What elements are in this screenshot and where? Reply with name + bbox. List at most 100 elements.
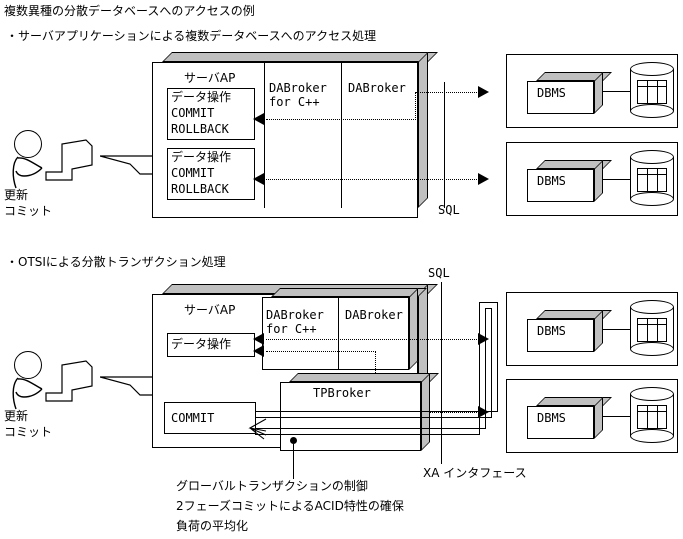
- flow-riser-1a: [415, 92, 416, 120]
- database-cylinder-2a: [630, 300, 674, 356]
- commit-block-2: [164, 402, 256, 434]
- sql-boundary-2: [441, 282, 442, 464]
- tpbroker-box-side: [421, 373, 430, 451]
- flow-arrow-1a: [253, 113, 264, 125]
- middleware-label-1a: DABroker for C++: [269, 81, 327, 109]
- cyl-bottom-1b: [630, 192, 674, 206]
- data-op-block-1b-line-0: データ操作: [171, 150, 232, 164]
- server-ap-label-1: サーバAP: [184, 71, 236, 85]
- user-connector-1: [99, 152, 158, 176]
- middleware-box-2-face: [262, 297, 409, 370]
- dbms-container-2a: [506, 292, 678, 366]
- user-head-icon: [14, 130, 42, 158]
- cyl-table-2a-h1: [637, 324, 667, 325]
- cyl-table-2b-v1: [647, 405, 648, 429]
- flow-arrow-2a: [253, 333, 264, 345]
- dbms-container-1b: [506, 142, 678, 216]
- database-cylinder-2b: [630, 387, 674, 443]
- middleware-box-2-top: [271, 288, 427, 297]
- dbms-container-2b: [506, 379, 678, 453]
- user-label-line1-2: 更新: [4, 409, 29, 423]
- annotation-line-1: 2フェーズコミットによるACID特性の確保: [176, 499, 404, 513]
- db-arrow-1b: [478, 173, 489, 185]
- cyl-bottom-2a: [630, 342, 674, 356]
- middleware-label-1b: DABroker: [348, 81, 406, 95]
- flow-line-1a-2: [415, 92, 477, 93]
- tpbroker-box: [280, 373, 439, 451]
- tpbroker-box-top: [289, 373, 439, 382]
- dbms-box-1a-face: [527, 81, 594, 114]
- dbms-db-link-2b: [603, 416, 631, 417]
- dbms-container-1a: [506, 54, 678, 128]
- data-op-block-1a-line-1: COMMIT: [171, 106, 215, 120]
- db-arrow-2b: [478, 406, 489, 418]
- middleware-label-2a: DABroker for C++: [266, 308, 324, 336]
- cyl-bottom-1a: [630, 104, 674, 118]
- cyl-table-1b-v1: [647, 168, 648, 192]
- dbms-box-2a-face: [527, 319, 594, 352]
- dbms-db-link-1b: [603, 179, 631, 180]
- cyl-table-2b: [637, 405, 667, 429]
- dbms-db-link-2a: [603, 329, 631, 330]
- flow-arrow-2b: [253, 345, 264, 357]
- data-op-block-2: [167, 333, 255, 357]
- dbms-box-1a-side: [594, 72, 603, 114]
- cyl-table-1a: [637, 80, 667, 104]
- dbms-box-2b-side: [594, 397, 603, 439]
- cyl-top-1b: [630, 150, 674, 164]
- dbms-label-1a: DBMS: [537, 86, 566, 100]
- dbms-box-1b: [527, 160, 612, 202]
- db-arrow-2a: [478, 333, 489, 345]
- dbms-box-1b-face: [527, 169, 594, 202]
- annotation-line-2: 負荷の平均化: [176, 519, 249, 533]
- user-label-line2-1: コミット: [4, 204, 53, 218]
- flow-line-1b: [266, 179, 477, 180]
- page-title: 複数異種の分散データベースへのアクセスの例: [4, 4, 255, 18]
- cyl-table-2a-v1: [647, 318, 648, 342]
- cyl-top-2b: [630, 387, 674, 401]
- data-op-block-1a-line-2: ROLLBACK: [171, 122, 229, 136]
- commit-fanout-icon: [248, 418, 268, 440]
- data-op-block-1a-line-0: データ操作: [171, 90, 232, 104]
- cyl-top-1a: [630, 62, 674, 76]
- cyl-bottom-2b: [630, 429, 674, 443]
- cyl-table-1b-v2: [657, 168, 658, 192]
- flow-line-1a: [266, 119, 416, 120]
- cyl-body-2a: [630, 307, 674, 349]
- cyl-body-1a: [630, 69, 674, 111]
- dbms-db-link-1a: [603, 91, 631, 92]
- annotation-line-0: グローバルトランザクションの制御: [176, 479, 368, 493]
- flow-line-2b: [266, 351, 376, 352]
- dbms-box-2b-face: [527, 406, 594, 439]
- user-head-icon-2: [14, 351, 42, 379]
- data-op-block-1b-line-2: ROLLBACK: [171, 182, 229, 196]
- cyl-table-1a-v2: [657, 80, 658, 104]
- cyl-table-2a: [637, 318, 667, 342]
- sql-label-1: SQL: [438, 203, 460, 217]
- db-arrow-1a: [478, 86, 489, 98]
- dbms-label-1b: DBMS: [537, 174, 566, 188]
- section-1-heading: ・サーバアプリケーションによる複数データベースへのアクセス処理: [6, 29, 377, 43]
- server-box-1-divider-1: [264, 62, 265, 208]
- sql-label-2: SQL: [428, 266, 450, 280]
- middleware-box-2-divider: [338, 297, 339, 370]
- user-label-line1-1: 更新: [4, 188, 29, 202]
- sql-boundary-1: [444, 82, 445, 208]
- flow-line-2a: [266, 339, 477, 340]
- dbms-label-2b: DBMS: [537, 411, 566, 425]
- database-cylinder-1a: [630, 62, 674, 118]
- cyl-table-2b-h1: [637, 411, 667, 412]
- tpbroker-callout-dot: [290, 437, 297, 444]
- dbms-box-2a: [527, 310, 612, 352]
- dbms-box-1b-side: [594, 160, 603, 202]
- tpbroker-callout-line: [293, 444, 294, 479]
- dbms-label-2a: DBMS: [537, 324, 566, 338]
- user-body-icon-2: [8, 376, 58, 414]
- cyl-body-2b: [630, 394, 674, 436]
- middleware-box-2-side: [409, 288, 418, 370]
- cyl-table-2b-v2: [657, 405, 658, 429]
- tpbroker-box-face: [280, 382, 421, 451]
- cyl-table-1a-v1: [647, 80, 648, 104]
- terminal-icon-2: [42, 359, 104, 405]
- cyl-table-1b-h1: [637, 174, 667, 175]
